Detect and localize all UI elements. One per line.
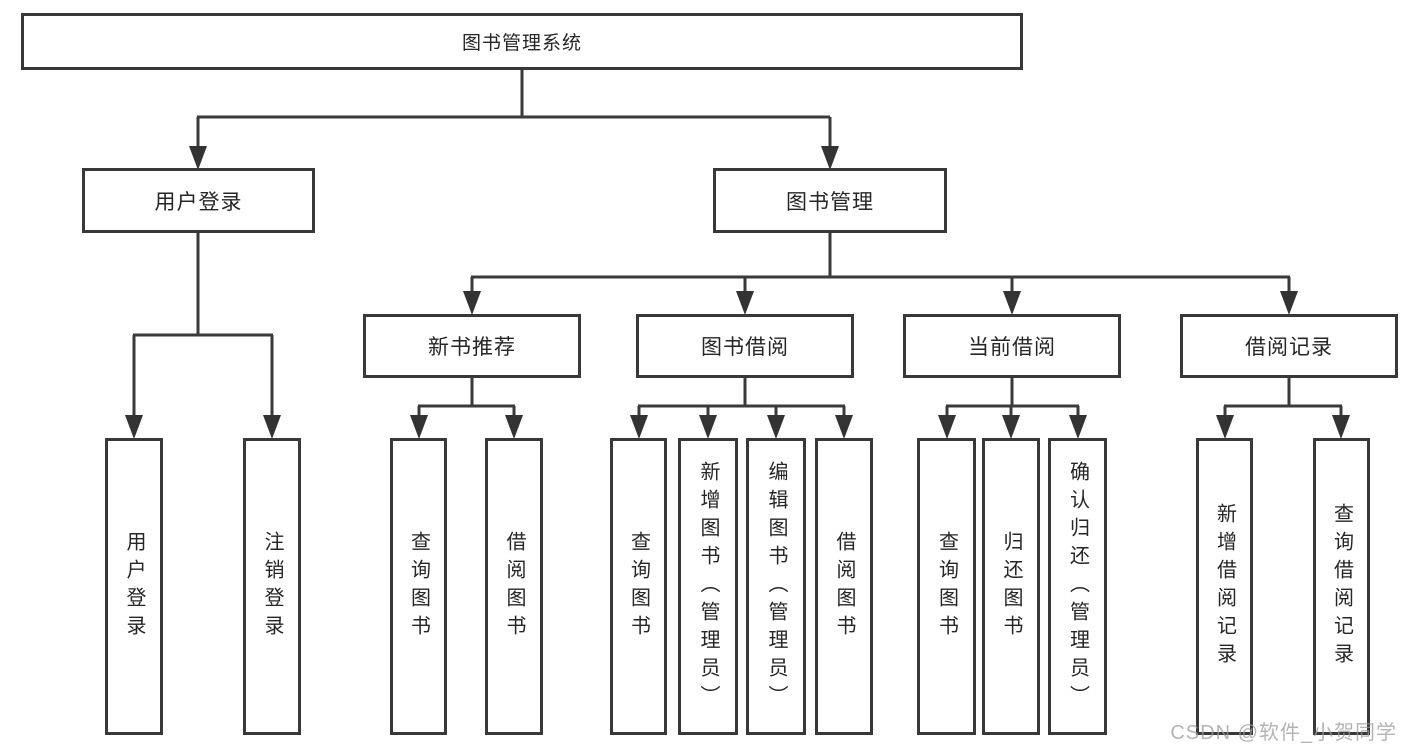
node-borrowing-records: 借阅记录 [1180, 314, 1398, 378]
arrowheads [125, 146, 1350, 439]
node-label: 查询借阅记录 [1330, 502, 1353, 671]
node-label: 编辑图书（管理员） [765, 460, 787, 713]
node-current-borrowing: 当前借阅 [903, 314, 1121, 378]
node-label: 图书管理 [786, 190, 874, 214]
node-library-system: 图书管理系统 [21, 13, 1023, 70]
node-label: 用户登录 [123, 530, 145, 643]
node-label: 确认归还（管理员） [1066, 460, 1089, 713]
watermark-text: CSDN @软件_小贺同学 [1170, 722, 1397, 744]
node-book-management: 图书管理 [713, 168, 947, 233]
node-user-login: 用户登录 [82, 168, 315, 233]
leaf-bb-borrow-books: 借阅图书 [815, 438, 873, 735]
node-label: 图书管理系统 [461, 33, 582, 54]
node-label: 图书借阅 [701, 336, 789, 359]
node-label: 借阅图书 [503, 530, 525, 643]
leaf-user-login: 用户登录 [105, 438, 163, 735]
node-label: 借阅记录 [1245, 336, 1333, 359]
leaf-br-query-record: 查询借阅记录 [1313, 438, 1370, 735]
node-label: 新书推荐 [428, 336, 516, 359]
node-label: 注销登录 [261, 530, 283, 643]
node-label: 查询图书 [627, 530, 650, 643]
node-label: 查询图书 [407, 530, 430, 643]
leaf-bb-edit-books-admin: 编辑图书（管理员） [746, 438, 806, 735]
leaf-cb-return-books: 归还图书 [982, 438, 1040, 735]
node-label: 用户登录 [154, 190, 243, 214]
node-label: 新增图书（管理员） [697, 460, 719, 713]
leaf-cb-confirm-return-admin: 确认归还（管理员） [1048, 438, 1107, 735]
leaf-br-add-record: 新增借阅记录 [1196, 438, 1253, 735]
node-label: 当前借阅 [968, 336, 1056, 359]
leaf-bb-query-books: 查询图书 [610, 438, 667, 735]
node-label: 查询图书 [935, 530, 958, 643]
node-label: 借阅图书 [833, 530, 855, 643]
leaf-cb-query-books: 查询图书 [917, 438, 976, 735]
node-label: 归还图书 [1000, 530, 1022, 643]
leaf-bb-add-books-admin: 新增图书（管理员） [678, 438, 738, 735]
node-book-borrowing: 图书借阅 [636, 314, 854, 378]
leaf-logout: 注销登录 [243, 438, 301, 735]
node-new-book-recommendation: 新书推荐 [363, 314, 581, 378]
leaf-nbr-borrow-books: 借阅图书 [485, 438, 543, 735]
leaf-nbr-query-books: 查询图书 [390, 438, 447, 735]
node-label: 新增借阅记录 [1213, 502, 1236, 671]
